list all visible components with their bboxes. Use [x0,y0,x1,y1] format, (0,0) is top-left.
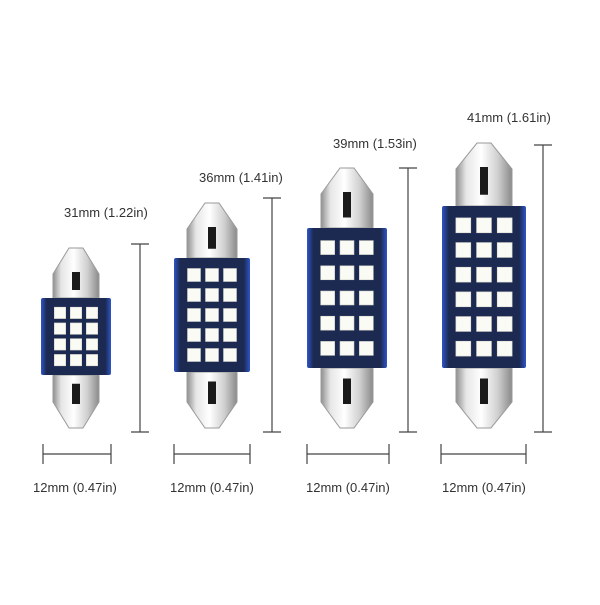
width-dimension-1 [42,444,112,464]
smd-led-chip [455,242,472,258]
smd-led-chip [359,341,374,356]
smd-led-chip [496,291,513,308]
festoon-bulb-1 [41,247,111,429]
smd-led-chip [187,328,201,342]
smd-led-chip [476,316,492,332]
length-dimension-2 [263,197,281,433]
length-dimension-1 [131,243,149,433]
width-dimension-2 [173,444,251,464]
length-dimension-3 [399,167,417,433]
smd-led-chip [339,240,355,255]
smd-led-chip [187,308,201,322]
smd-led-chip [223,308,237,322]
smd-led-chip [476,217,492,234]
smd-led-chip [223,288,237,302]
width-dimension-4 [440,444,527,464]
width-dimension-3 [306,444,390,464]
cap-slot-bottom [343,378,351,404]
smd-led-chip [455,340,472,357]
smd-led-chip [54,354,66,367]
length-dimension-4 [534,144,552,433]
smd-led-chip [339,315,355,331]
smd-led-chip [223,268,237,282]
smd-led-chip [496,266,513,283]
smd-led-chip [496,242,513,258]
smd-led-chip [359,315,374,331]
length-label-36mm: 36mm (1.41in) [199,170,283,185]
length-label-31mm: 31mm (1.22in) [64,205,148,220]
smd-led-chip [54,338,66,351]
smd-led-chip [359,265,374,281]
smd-led-chip [320,240,335,255]
smd-led-chip [223,328,237,342]
smd-led-chip [70,338,82,351]
cap-slot-top [343,192,351,218]
smd-led-chip [496,217,513,234]
cap-slot-top [72,272,80,290]
length-label-41mm: 41mm (1.61in) [467,110,551,125]
cap-slot-bottom [480,378,488,404]
smd-led-chip [476,291,492,308]
smd-led-chip [86,338,98,351]
smd-led-chip [455,316,472,332]
smd-led-chip [455,291,472,308]
width-label-bulb-3: 12mm (0.47in) [306,480,390,495]
smd-led-chip [187,268,201,282]
smd-led-chip [187,288,201,302]
smd-led-chip [320,315,335,331]
smd-led-chip [496,340,513,357]
smd-led-chip [455,266,472,283]
smd-led-chip [70,306,82,319]
smd-led-chip [205,288,219,302]
smd-led-chip [339,265,355,281]
width-label-bulb-4: 12mm (0.47in) [442,480,526,495]
smd-led-chip [205,348,219,362]
smd-led-chip [339,290,355,306]
festoon-bulb-3 [307,167,387,429]
smd-led-chip [496,316,513,332]
smd-led-chip [205,328,219,342]
smd-led-chip [320,290,335,306]
smd-led-chip [223,348,237,362]
smd-led-chip [86,306,98,319]
cap-slot-top [480,167,488,195]
smd-led-chip [86,354,98,367]
smd-led-chip [320,341,335,356]
width-label-bulb-2: 12mm (0.47in) [170,480,254,495]
smd-led-chip [54,322,66,335]
cap-slot-bottom [208,381,216,404]
festoon-bulb-4 [442,142,526,429]
length-label-39mm: 39mm (1.53in) [333,136,417,151]
smd-led-chip [205,268,219,282]
smd-led-chip [359,290,374,306]
festoon-bulb-2 [174,202,250,429]
smd-led-chip [320,265,335,281]
smd-led-chip [359,240,374,255]
smd-led-chip [205,308,219,322]
smd-led-chip [54,306,66,319]
smd-led-chip [339,341,355,356]
width-label-bulb-1: 12mm (0.47in) [33,480,117,495]
cap-slot-bottom [72,383,80,404]
smd-led-chip [476,242,492,258]
smd-led-chip [70,354,82,367]
smd-led-chip [455,217,472,234]
smd-led-chip [86,322,98,335]
smd-led-chip [70,322,82,335]
smd-led-chip [476,266,492,283]
smd-led-chip [476,340,492,357]
cap-slot-top [208,227,216,249]
smd-led-chip [187,348,201,362]
